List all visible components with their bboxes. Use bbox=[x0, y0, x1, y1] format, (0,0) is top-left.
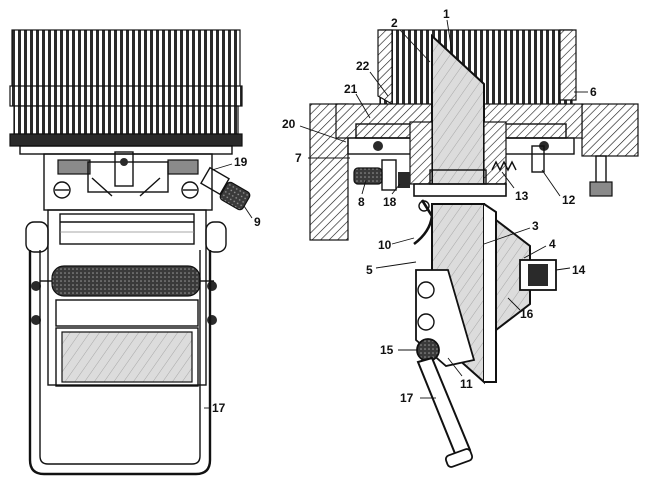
head-band bbox=[9, 85, 243, 107]
callout-labels: 1 2 22 21 6 20 7 8 18 13 12 10 3 4 5 14 … bbox=[212, 7, 597, 415]
callout-2: 2 bbox=[391, 16, 398, 30]
knob-9 bbox=[200, 166, 251, 211]
callout-21: 21 bbox=[344, 82, 358, 96]
handle-frame bbox=[28, 250, 212, 476]
callout-20: 20 bbox=[282, 117, 296, 131]
eyepiece-window bbox=[61, 331, 193, 383]
head-lower-band bbox=[13, 105, 239, 135]
body-housing bbox=[47, 209, 207, 386]
head-cylinder bbox=[11, 29, 241, 89]
callout-15: 15 bbox=[380, 343, 394, 357]
callout-12: 12 bbox=[562, 193, 576, 207]
handle-17 bbox=[416, 356, 472, 458]
callout-4: 4 bbox=[549, 237, 556, 251]
head-flange bbox=[9, 133, 243, 147]
callout-6: 6 bbox=[590, 85, 597, 99]
callout-13: 13 bbox=[515, 189, 529, 203]
callout-18: 18 bbox=[383, 195, 397, 209]
callout-8: 8 bbox=[358, 195, 365, 209]
callout-1: 1 bbox=[443, 7, 450, 21]
armour-plate-right bbox=[581, 103, 639, 157]
callout-5: 5 bbox=[366, 263, 373, 277]
callout-19: 19 bbox=[234, 155, 248, 169]
callout-17-left: 17 bbox=[212, 401, 226, 415]
eyepiece-box bbox=[495, 217, 531, 333]
callout-3: 3 bbox=[532, 219, 539, 233]
callout-16: 16 bbox=[520, 307, 534, 321]
leader-lines bbox=[204, 19, 588, 409]
front-view bbox=[9, 29, 251, 476]
callout-14: 14 bbox=[572, 263, 586, 277]
callout-9: 9 bbox=[254, 215, 261, 229]
callout-11: 11 bbox=[460, 377, 473, 391]
callout-17-right: 17 bbox=[400, 391, 414, 405]
callout-10: 10 bbox=[378, 238, 392, 252]
section-view bbox=[309, 29, 639, 468]
callout-22: 22 bbox=[356, 59, 370, 73]
headrest-roller bbox=[51, 265, 201, 297]
callout-7: 7 bbox=[295, 151, 302, 165]
